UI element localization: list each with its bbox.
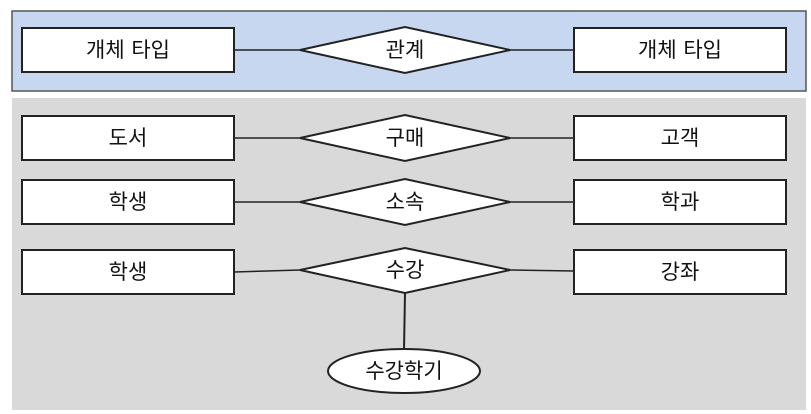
row3-relation-label: 수강 bbox=[386, 258, 425, 282]
row3-attribute-connector bbox=[403, 292, 406, 351]
row3-connector-left bbox=[233, 269, 301, 273]
header-relation-label: 관계 bbox=[386, 38, 425, 62]
row2-relation-label: 소속 bbox=[386, 190, 425, 214]
row2-right-entity-box bbox=[573, 179, 787, 225]
header-right-entity-label: 개체 타입 bbox=[638, 38, 722, 62]
row3-relation-diamond bbox=[299, 246, 511, 295]
row2-left-entity-label: 학생 bbox=[109, 190, 148, 214]
row3-right-entity-label: 강좌 bbox=[661, 260, 700, 284]
row1-right-entity-label: 고객 bbox=[661, 126, 700, 150]
row3-left-entity-box bbox=[21, 249, 235, 295]
row2-relation-diamond bbox=[299, 177, 511, 227]
row2-right-entity-label: 학과 bbox=[661, 190, 700, 214]
header-left-entity-box bbox=[21, 27, 235, 73]
row1-relation-diamond bbox=[299, 113, 511, 163]
row1-left-entity-label: 도서 bbox=[109, 126, 148, 150]
header-right-entity-box bbox=[573, 27, 787, 73]
attribute-label: 수강학기 bbox=[365, 359, 442, 383]
header-left-entity-label: 개체 타입 bbox=[86, 38, 170, 62]
row3-right-entity-box bbox=[573, 249, 787, 295]
row3-left-entity-label: 학생 bbox=[109, 260, 148, 284]
row2-left-entity-box bbox=[21, 179, 235, 225]
header-relation-diamond bbox=[299, 25, 511, 75]
row1-relation-label: 구매 bbox=[386, 126, 425, 150]
row3-connector-right bbox=[509, 269, 575, 272]
row1-left-entity-box bbox=[21, 115, 235, 161]
attribute-ellipse bbox=[327, 348, 481, 394]
row1-right-entity-box bbox=[573, 115, 787, 161]
